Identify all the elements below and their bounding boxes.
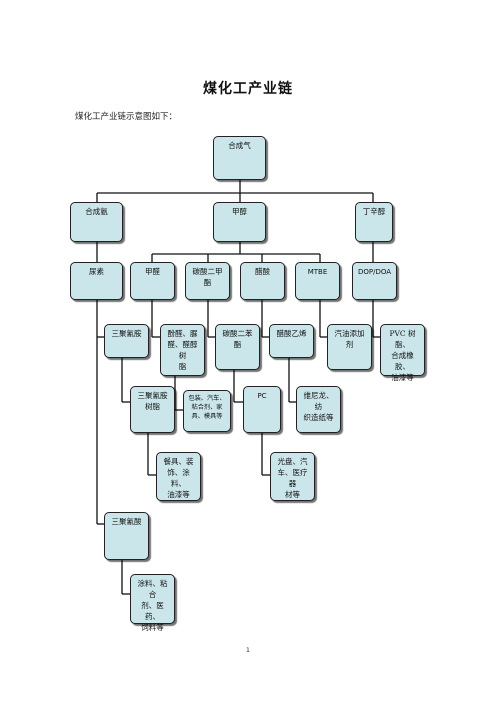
node-mtbe: MTBE <box>295 262 340 300</box>
node-vinylon: 维尼龙、纺 织造纸等 <box>296 386 341 433</box>
node-syngas: 合成气 <box>213 136 266 180</box>
node-coatings: 涂料、粘合 剂、医药、 饲料等 <box>130 574 175 632</box>
page-number: 1 <box>245 646 251 654</box>
page-subtitle: 煤化工产业链示意图如下： <box>75 112 178 122</box>
node-pc: PC <box>243 386 281 433</box>
node-cyanuric-acid: 三聚氰酸 <box>104 512 149 560</box>
node-gasoline-additive: 汽油添加 剂 <box>327 324 372 370</box>
node-octanol: 丁辛醇 <box>355 202 393 242</box>
node-pvc-resin: PVC 树脂、 合成橡胶、 油漆等 <box>380 324 425 382</box>
node-ammonia: 合成氨 <box>70 202 123 242</box>
node-melamine: 三聚氰胺 <box>104 324 149 358</box>
node-packaging: 包装、汽车、 粘合剂、家 具、模具等 <box>183 390 231 432</box>
node-urea: 尿素 <box>70 262 123 300</box>
node-acetic-acid: 醋酸 <box>240 262 285 300</box>
node-vinyl-acetate: 醋酸乙烯 <box>269 324 314 358</box>
node-melamine-resin: 三聚氰胺 树脂 <box>130 386 175 433</box>
node-phenolic-resins: 酚醛、脲 醛、醛醇树 脂 <box>160 324 205 376</box>
node-diphenyl-carbonate: 碳酸二苯 酯 <box>215 324 260 370</box>
node-optical: 光盘、汽 车、医疗器 材等 <box>270 452 315 501</box>
node-methanol: 甲醇 <box>213 202 266 242</box>
node-dop-doa: DOP/DOA <box>352 262 397 300</box>
node-formaldehyde: 甲醛 <box>130 262 175 300</box>
node-dmc: 碳酸二甲 酯 <box>185 262 230 300</box>
page-title: 煤化工产业链 <box>203 81 293 97</box>
node-tableware: 餐具、装 饰、涂料、 油漆等 <box>156 452 201 501</box>
